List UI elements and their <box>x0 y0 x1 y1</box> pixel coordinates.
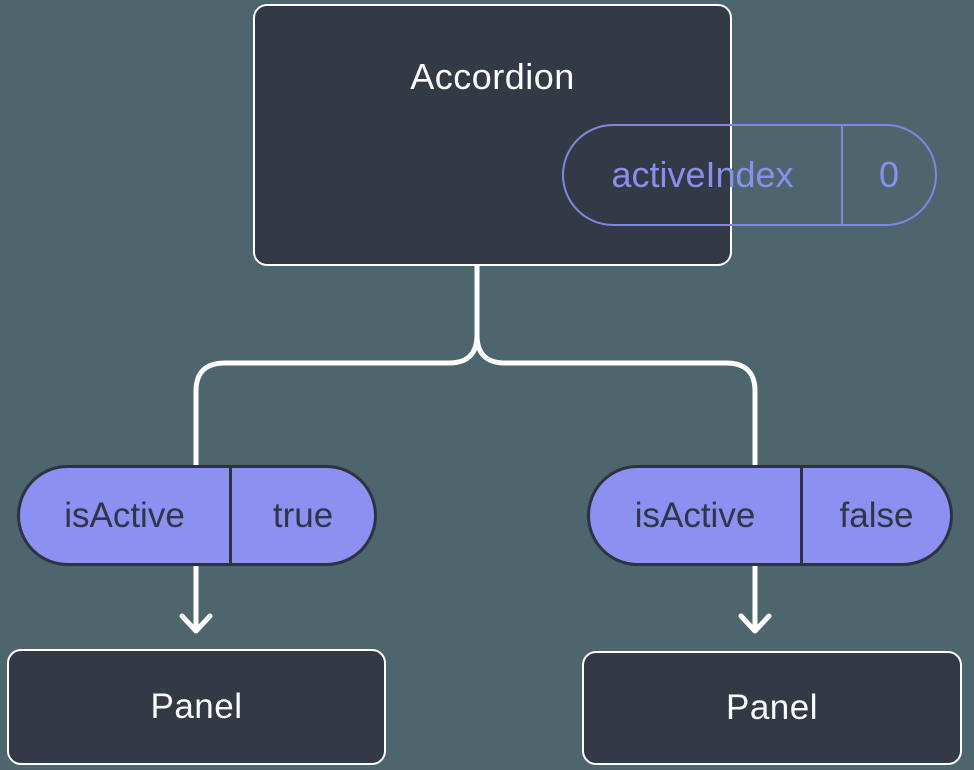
prop-name-label: isActive <box>590 468 803 563</box>
accordion-node-title: Accordion <box>410 56 575 97</box>
activeindex-prop-pill: activeIndex 0 <box>562 124 937 226</box>
prop-value-label: false <box>839 495 914 535</box>
branch-line-left <box>193 263 480 632</box>
arrowhead-left-icon <box>179 613 213 634</box>
isactive-false-pill: isActive false <box>587 465 953 566</box>
prop-value-label: 0 <box>878 154 900 195</box>
panel-node-title: Panel <box>150 687 243 726</box>
prop-name-label: activeIndex <box>564 126 843 224</box>
accordion-node: Accordion activeIndex 0 <box>253 4 937 266</box>
isactive-true-pill: isActive true <box>17 465 377 566</box>
prop-value-label: true <box>272 495 334 535</box>
panel-node-left: Panel <box>7 649 386 765</box>
panel-node-right: Panel <box>582 651 962 765</box>
prop-name-label: isActive <box>20 468 232 563</box>
branch-line-right <box>474 263 758 632</box>
arrowhead-right-icon <box>738 613 772 634</box>
panel-node-title: Panel <box>725 688 819 727</box>
